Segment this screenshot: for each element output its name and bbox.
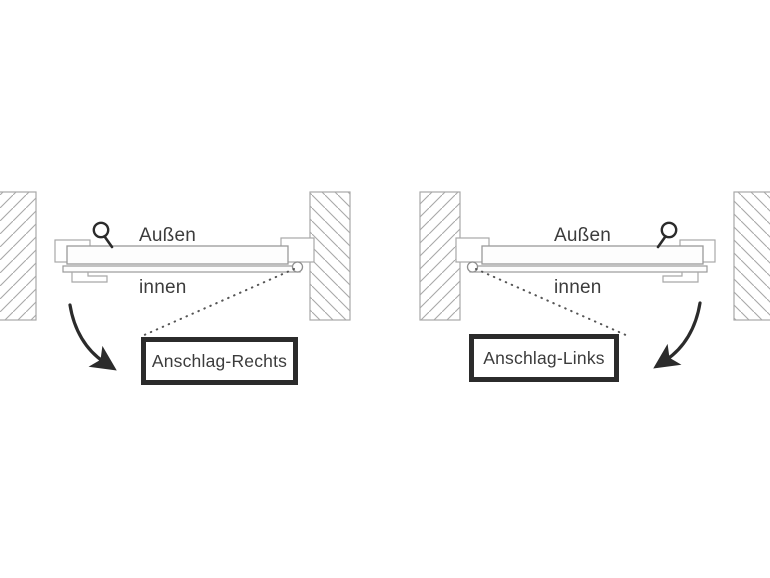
dotted-leader-line-2 [475, 268, 629, 337]
panel-anschlag-links: Außen innen Anschlag-Links [419, 191, 770, 382]
wall-hatch-icon-left [0, 191, 37, 321]
callout-box-anschlag-rechts: Anschlag-Rechts [141, 337, 298, 385]
door-handle-icon-2 [656, 221, 678, 249]
wall-hatch-icon-right [309, 191, 351, 321]
strike-plate-detail-2 [662, 272, 699, 283]
callout-label-anschlag-rechts: Anschlag-Rechts [152, 351, 287, 371]
swing-direction-arrow-icon-2 [653, 301, 702, 369]
swing-direction-arrow-icon [68, 303, 117, 371]
door-leaf-section [62, 245, 301, 273]
wall-hatch-icon-left-2 [419, 191, 461, 321]
label-outside-left: Außen [139, 225, 196, 246]
callout-box-anschlag-links: Anschlag-Links [469, 334, 619, 382]
wall-hatch-icon-right-2 [733, 191, 770, 321]
panel-anschlag-rechts: Außen innen Anschlag-Rechts [0, 191, 351, 385]
callout-label-anschlag-links: Anschlag-Links [483, 348, 605, 368]
hinge-pivot-icon [291, 261, 304, 273]
door-leaf-section-2 [469, 245, 708, 273]
hinge-pivot-icon-2 [466, 261, 479, 273]
strike-plate-detail [71, 272, 108, 283]
label-outside-right: Außen [554, 225, 611, 246]
door-handle-icon [92, 221, 114, 249]
label-inside-left: innen [139, 277, 187, 298]
label-inside-right: innen [554, 277, 602, 298]
